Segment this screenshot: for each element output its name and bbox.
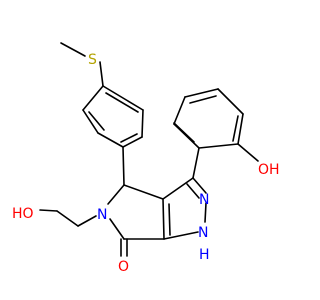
bond-ring-b-2	[173, 96, 186, 125]
bond-methyl-s	[60, 42, 86, 57]
bond-ring-a-3	[122, 136, 143, 148]
bond-c3a-c3	[162, 177, 194, 200]
bond-aryl-c4	[122, 146, 125, 186]
bond-ring-a-2	[141, 109, 144, 138]
bond-ring-b-3-inner	[189, 95, 217, 104]
bond-ring-a-5	[82, 109, 99, 134]
bond-s-aryl	[99, 61, 104, 87]
bond-ring-a-4	[97, 132, 124, 148]
bond-c4-c3a	[123, 184, 164, 200]
bond-n5-c4	[107, 184, 125, 205]
bond-ch2-ch2	[56, 210, 79, 227]
bond-ring-a-6	[82, 85, 104, 111]
hydroxyl-ethyl-label: HO	[12, 206, 34, 222]
bond-ring-b-1-inner	[173, 122, 195, 143]
molecule-diagram: S OH N N N H HO O	[12, 42, 280, 275]
nitrogen-n5-label: N	[97, 207, 107, 223]
bond-ring-a-1-inner	[105, 92, 139, 113]
bond-c6-n5	[109, 218, 125, 240]
bond-ch2-oh	[39, 209, 58, 212]
bond-ring-b-3	[184, 88, 219, 98]
carbonyl-oxygen-label: O	[118, 259, 129, 275]
nitrogen-n2-label: N	[199, 192, 209, 208]
bond-n5-ch2	[77, 215, 97, 227]
bond-c3-n2-inner	[186, 183, 200, 199]
bond-c3a-c6a-inner	[168, 203, 171, 236]
n1-hydrogen-label: H	[199, 247, 210, 263]
bond-ring-b-oh	[237, 143, 259, 162]
hydroxyl-aryl-label: OH	[258, 162, 280, 178]
bond-c3a-c6a	[162, 198, 165, 240]
bond-n1-c6a	[163, 231, 199, 240]
bond-ring-a-1	[102, 85, 144, 111]
nitrogen-n1-label: N	[198, 225, 208, 241]
bond-ring-b-6	[198, 143, 239, 149]
bond-ring-a-3-inner	[120, 133, 138, 143]
bond-ring-b-5-inner	[232, 115, 239, 142]
sulfur-label: S	[88, 52, 97, 68]
bond-n2-n1	[204, 202, 207, 223]
bond-ring-b-4	[217, 88, 244, 115]
bond-ring-b-5	[237, 113, 244, 145]
structure-svg: S OH N N N H HO O	[12, 42, 280, 275]
bond-c3-ring-b	[192, 147, 200, 179]
bond-ring-a-5-inner	[88, 111, 105, 131]
bond-c3-n2	[192, 177, 207, 194]
